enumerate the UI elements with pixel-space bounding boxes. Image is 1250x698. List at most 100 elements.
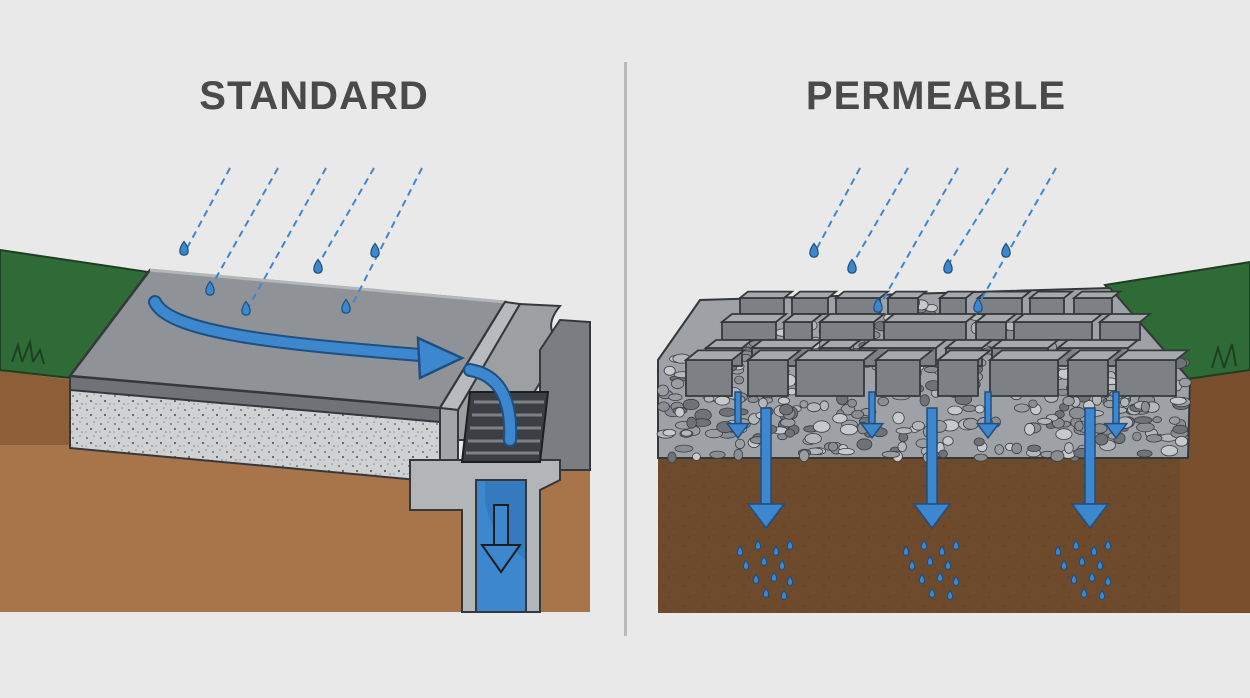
- gravel-stone: [974, 454, 987, 461]
- gravel-stone: [840, 424, 857, 434]
- gravel-stone: [687, 417, 697, 428]
- gravel-stone: [1025, 423, 1035, 435]
- gravel-stone: [974, 438, 984, 446]
- soil-ground-permeable: [658, 455, 1250, 613]
- rain-streak-icon: [948, 168, 1008, 265]
- gravel-stone: [1075, 421, 1083, 431]
- gravel-stone: [692, 453, 700, 461]
- gravel-stone: [710, 451, 725, 458]
- gravel-stone: [1179, 378, 1191, 387]
- gravel-stone: [857, 439, 872, 450]
- gravel-stone: [912, 421, 924, 430]
- gravel-stone: [664, 366, 675, 375]
- rain-streak-icon: [318, 168, 374, 265]
- gravel-stone: [893, 412, 904, 424]
- gravel-stone: [1173, 425, 1188, 433]
- gravel-stone: [799, 450, 809, 462]
- paver-block: [722, 314, 786, 340]
- gravel-stone: [1051, 451, 1064, 462]
- gravel-stone: [1056, 429, 1072, 440]
- gravel-stone: [1069, 407, 1085, 418]
- gravel-stone: [735, 439, 744, 449]
- standard-scene: [0, 250, 590, 612]
- gravel-stone: [1141, 402, 1149, 413]
- paver-block: [990, 350, 1070, 396]
- gravel-stone: [963, 418, 978, 429]
- soil-right-bank: [1180, 370, 1250, 612]
- gravel-stone: [898, 442, 907, 452]
- gravel-stone: [1175, 436, 1187, 446]
- gravel-stone: [748, 396, 758, 402]
- gravel-stone: [805, 434, 821, 444]
- gravel-stone: [663, 429, 676, 436]
- gravel-stone: [852, 410, 864, 418]
- gravel-stone: [813, 421, 830, 432]
- gravel-stone: [807, 403, 820, 412]
- gravel-stone: [896, 428, 912, 434]
- panel-divider: [624, 62, 627, 636]
- rain-streak-icon: [852, 168, 908, 265]
- gravel-stone: [669, 394, 682, 401]
- paver-block: [796, 350, 876, 396]
- gravel-stone: [820, 401, 829, 411]
- gravel-stone: [1137, 423, 1155, 432]
- gravel-stone: [1095, 434, 1108, 445]
- gravel-stone: [924, 367, 938, 373]
- gravel-stone: [675, 445, 693, 452]
- gravel-stone: [939, 450, 948, 458]
- gravel-stone: [848, 399, 857, 407]
- paver-block: [978, 292, 1030, 314]
- rain-streak-icon: [212, 168, 278, 285]
- gravel-stone: [658, 402, 670, 411]
- gravel-stone: [838, 448, 854, 454]
- gravel-stone: [778, 397, 789, 404]
- rain-streak-icon: [186, 168, 230, 250]
- water-drop-icon: [180, 242, 188, 256]
- gravel-stone: [995, 445, 1004, 455]
- gravel-stone: [920, 395, 929, 406]
- standard-title: STANDARD: [94, 74, 534, 119]
- gravel-stone: [668, 452, 676, 463]
- rain-streak-icon: [352, 168, 422, 305]
- gravel-stone: [1029, 400, 1038, 408]
- permeable-title: PERMEABLE: [716, 74, 1156, 119]
- gravel-stone: [657, 385, 668, 396]
- gravel-stone: [975, 405, 984, 413]
- paver-block: [884, 314, 976, 340]
- gravel-stone: [948, 406, 962, 415]
- gravel-stone: [715, 396, 730, 405]
- gravel-stone: [780, 404, 793, 415]
- water-drop-icon: [371, 244, 379, 258]
- gravel-stone: [828, 442, 837, 451]
- paver-block: [740, 292, 792, 314]
- gravel-stone: [1063, 397, 1074, 406]
- gravel-stone: [800, 401, 808, 408]
- water-drop-icon: [848, 260, 856, 274]
- rain-streak-icon: [978, 168, 1056, 305]
- gravel-stone: [1038, 418, 1052, 424]
- paver-block: [820, 314, 884, 340]
- gravel-stone: [1133, 432, 1142, 441]
- rain-streak-icon: [816, 168, 860, 250]
- gravel-stone: [1170, 417, 1180, 424]
- water-drop-icon: [314, 260, 322, 274]
- paver-block: [1014, 314, 1102, 340]
- gravel-stone: [1161, 446, 1178, 456]
- gravel-stone: [734, 449, 743, 460]
- gravel-stone: [681, 430, 692, 436]
- gravel-stone: [943, 437, 953, 446]
- permeable-scene: [657, 262, 1250, 613]
- gravel-stone: [675, 408, 684, 418]
- water-drop-icon: [810, 244, 818, 258]
- gravel-stone: [1121, 398, 1130, 407]
- gravel-stone: [882, 451, 900, 457]
- soil-left-bank: [0, 370, 70, 445]
- gravel-stone: [1065, 443, 1074, 454]
- gravel-stone: [878, 397, 889, 406]
- gravel-stone: [1153, 417, 1162, 423]
- gravel-stone: [781, 418, 795, 426]
- gravel-stone: [719, 408, 735, 416]
- gravel-stone: [785, 429, 794, 437]
- gravel-stone: [1146, 435, 1162, 443]
